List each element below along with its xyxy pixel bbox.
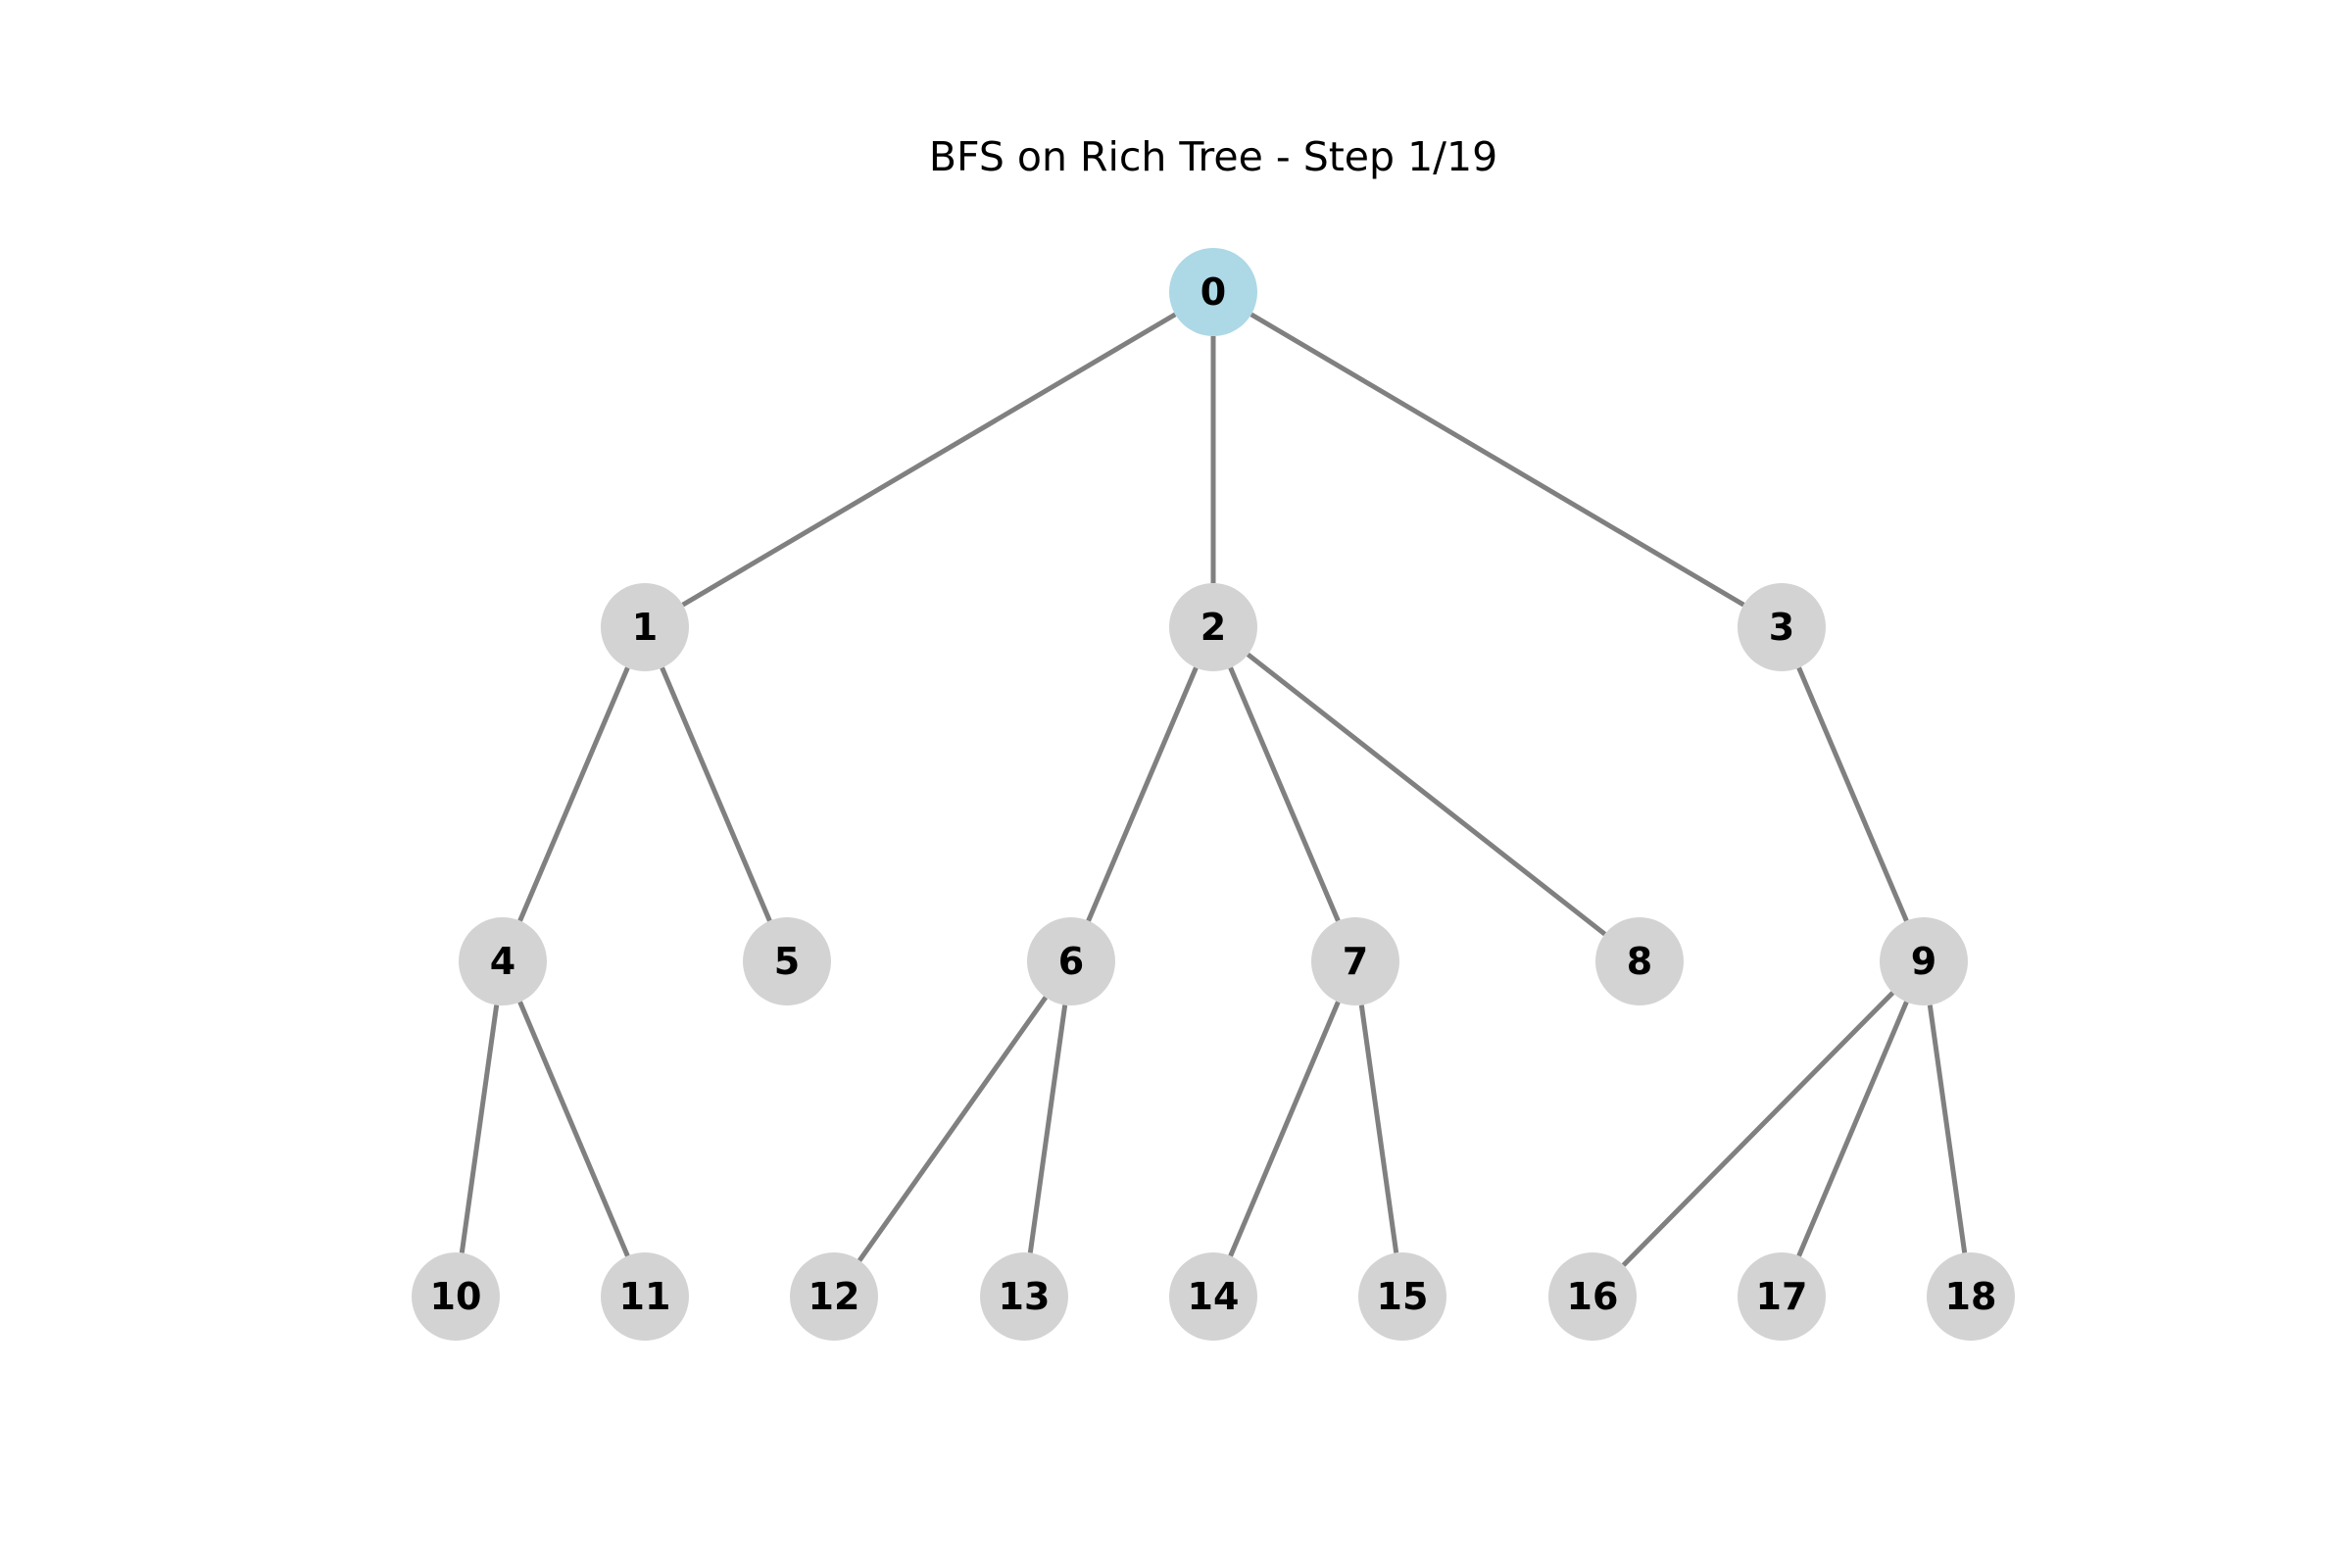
node-label-8: 8	[1627, 940, 1652, 983]
node-circle-0	[1169, 248, 1257, 336]
node-label-4: 4	[490, 940, 515, 983]
tree-node-13: 13	[980, 1252, 1068, 1341]
tree-node-15: 15	[1358, 1252, 1446, 1341]
tree-node-12: 12	[790, 1252, 878, 1341]
node-label-17: 17	[1756, 1275, 1808, 1318]
tree-node-6: 6	[1027, 917, 1115, 1005]
node-circle-14	[1169, 1252, 1257, 1341]
node-label-16: 16	[1567, 1275, 1619, 1318]
node-circle-2	[1169, 583, 1257, 671]
edge-3-9	[1796, 666, 1909, 922]
edge-0-3	[1250, 312, 1745, 608]
edge-4-10	[459, 1004, 500, 1253]
node-label-12: 12	[808, 1275, 860, 1318]
node-circle-6	[1027, 917, 1115, 1005]
node-circle-5	[743, 917, 831, 1005]
tree-node-8: 8	[1595, 917, 1684, 1005]
edge-7-14	[1228, 1001, 1341, 1257]
edge-6-12	[857, 996, 1049, 1262]
node-label-9: 9	[1911, 940, 1936, 983]
node-circle-9	[1880, 917, 1968, 1005]
tree-node-14: 14	[1169, 1252, 1257, 1341]
node-label-7: 7	[1343, 940, 1368, 983]
edges-layer	[459, 312, 1968, 1267]
diagram-title: BFS on Rich Tree - Step 1/19	[929, 133, 1497, 180]
tree-node-1: 1	[601, 583, 689, 671]
node-circle-15	[1358, 1252, 1446, 1341]
node-label-0: 0	[1200, 270, 1226, 314]
node-label-6: 6	[1058, 940, 1084, 983]
edge-9-16	[1621, 991, 1895, 1267]
node-label-1: 1	[632, 606, 658, 649]
node-circle-7	[1311, 917, 1399, 1005]
node-circle-13	[980, 1252, 1068, 1341]
node-circle-10	[412, 1252, 500, 1341]
node-label-2: 2	[1200, 606, 1226, 649]
tree-node-9: 9	[1880, 917, 1968, 1005]
node-label-13: 13	[999, 1275, 1051, 1318]
edge-2-8	[1246, 652, 1607, 937]
tree-node-5: 5	[743, 917, 831, 1005]
edge-1-5	[660, 666, 772, 922]
edge-6-13	[1027, 1004, 1068, 1253]
edge-2-6	[1086, 666, 1199, 922]
node-circle-12	[790, 1252, 878, 1341]
tree-node-17: 17	[1738, 1252, 1826, 1341]
tree-node-2: 2	[1169, 583, 1257, 671]
tree-node-7: 7	[1311, 917, 1399, 1005]
tree-node-16: 16	[1548, 1252, 1637, 1341]
tree-node-3: 3	[1738, 583, 1826, 671]
edge-1-4	[517, 666, 630, 922]
tree-node-11: 11	[601, 1252, 689, 1341]
node-label-3: 3	[1769, 606, 1794, 649]
edge-0-1	[681, 312, 1177, 608]
tree-node-10: 10	[412, 1252, 500, 1341]
tree-node-4: 4	[459, 917, 547, 1005]
tree-node-18: 18	[1927, 1252, 2015, 1341]
edge-2-7	[1228, 666, 1341, 922]
node-label-15: 15	[1377, 1275, 1429, 1318]
edge-7-15	[1358, 1004, 1399, 1253]
node-circle-18	[1927, 1252, 2015, 1341]
node-circle-17	[1738, 1252, 1826, 1341]
node-circle-11	[601, 1252, 689, 1341]
node-circle-16	[1548, 1252, 1637, 1341]
edge-4-11	[517, 1001, 630, 1257]
node-label-11: 11	[619, 1275, 671, 1318]
node-circle-8	[1595, 917, 1684, 1005]
node-label-14: 14	[1188, 1275, 1240, 1318]
node-label-10: 10	[430, 1275, 482, 1318]
node-circle-3	[1738, 583, 1826, 671]
tree-node-0: 0	[1169, 248, 1257, 336]
node-circle-4	[459, 917, 547, 1005]
node-label-5: 5	[774, 940, 800, 983]
edge-9-18	[1927, 1004, 1968, 1253]
node-label-18: 18	[1945, 1275, 1997, 1318]
edge-9-17	[1796, 1001, 1909, 1257]
node-circle-1	[601, 583, 689, 671]
